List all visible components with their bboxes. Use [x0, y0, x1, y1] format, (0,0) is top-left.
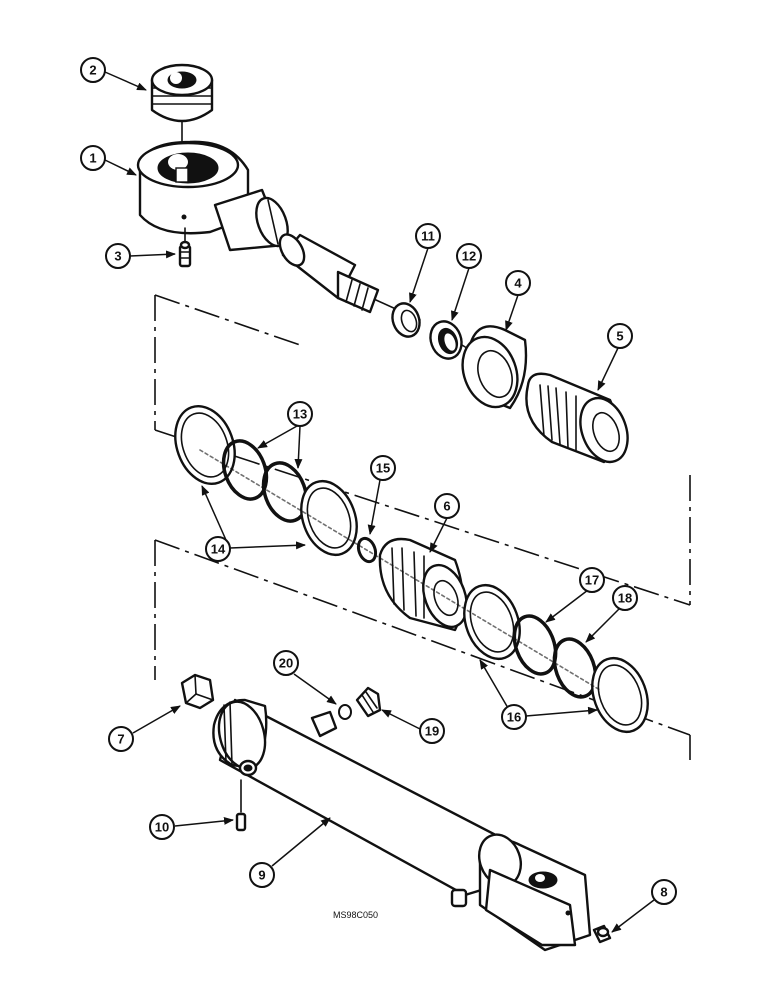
callout-16: 16 [501, 704, 527, 730]
guide-part [461, 325, 528, 410]
callout-15-label: 15 [376, 461, 390, 476]
callout-11-label: 11 [421, 229, 435, 244]
callout-3: 3 [105, 243, 131, 269]
callout-4: 4 [505, 270, 531, 296]
callout-17-label: 17 [585, 573, 599, 588]
callout-11: 11 [415, 223, 441, 249]
callout-14: 14 [205, 536, 231, 562]
backup-ring-lower-part [300, 480, 358, 556]
callout-9: 9 [249, 862, 275, 888]
upper-dash-frame [154, 294, 691, 606]
callout-1-label: 1 [89, 151, 96, 166]
o-ring-18-part [552, 637, 598, 699]
callout-19-label: 19 [425, 724, 439, 739]
o-ring-13-part [221, 439, 309, 523]
cylinder-barrel-part [212, 698, 592, 952]
bushing-part [150, 63, 214, 149]
callout-15: 15 [370, 455, 396, 481]
callout-4-label: 4 [514, 276, 522, 291]
callout-13: 13 [287, 401, 313, 427]
callout-19: 19 [419, 718, 445, 744]
callout-10: 10 [149, 814, 175, 840]
plug-o-ring-part [338, 704, 352, 720]
callout-3-label: 3 [114, 249, 121, 264]
callout-7: 7 [108, 726, 134, 752]
callout-13-label: 13 [293, 407, 307, 422]
callout-20: 20 [273, 650, 299, 676]
rod-eye-part [136, 140, 289, 252]
callout-10-label: 10 [155, 820, 169, 835]
backup-ring-16a-part [463, 584, 521, 660]
wiper-ring-part [391, 302, 421, 338]
callout-8: 8 [651, 879, 677, 905]
clevis-grease-fitting-part [592, 924, 612, 944]
callout-12: 12 [456, 243, 482, 269]
callout-5: 5 [607, 323, 633, 349]
callout-2: 2 [80, 57, 106, 83]
plug-part [355, 686, 382, 718]
piston-part [378, 537, 468, 632]
small-o-ring-part [356, 536, 378, 564]
callout-6: 6 [434, 493, 460, 519]
callout-16-label: 16 [507, 710, 521, 725]
callout-5-label: 5 [616, 329, 623, 344]
head-gland-part [525, 372, 629, 464]
callout-18-label: 18 [618, 591, 632, 606]
backup-ring-upper-part [174, 405, 236, 485]
callout-20-label: 20 [279, 656, 293, 671]
roll-pin-part [235, 779, 247, 832]
grease-fitting-part [178, 227, 192, 268]
callout-7-label: 7 [117, 732, 124, 747]
o-ring-17-part [512, 614, 558, 676]
callout-12-label: 12 [462, 249, 476, 264]
callout-2-label: 2 [89, 63, 96, 78]
backup-ring-16b-part [591, 657, 649, 733]
locknut-part [180, 673, 215, 710]
rod-seal-part [429, 320, 471, 360]
callout-17: 17 [579, 567, 605, 593]
callout-1: 1 [80, 145, 106, 171]
callout-14-label: 14 [211, 542, 226, 557]
callout-6-label: 6 [443, 499, 450, 514]
drawing-code: MS98C050 [333, 910, 378, 920]
callout-8-label: 8 [660, 885, 667, 900]
callout-18: 18 [612, 585, 638, 611]
callout-9-label: 9 [258, 868, 265, 883]
